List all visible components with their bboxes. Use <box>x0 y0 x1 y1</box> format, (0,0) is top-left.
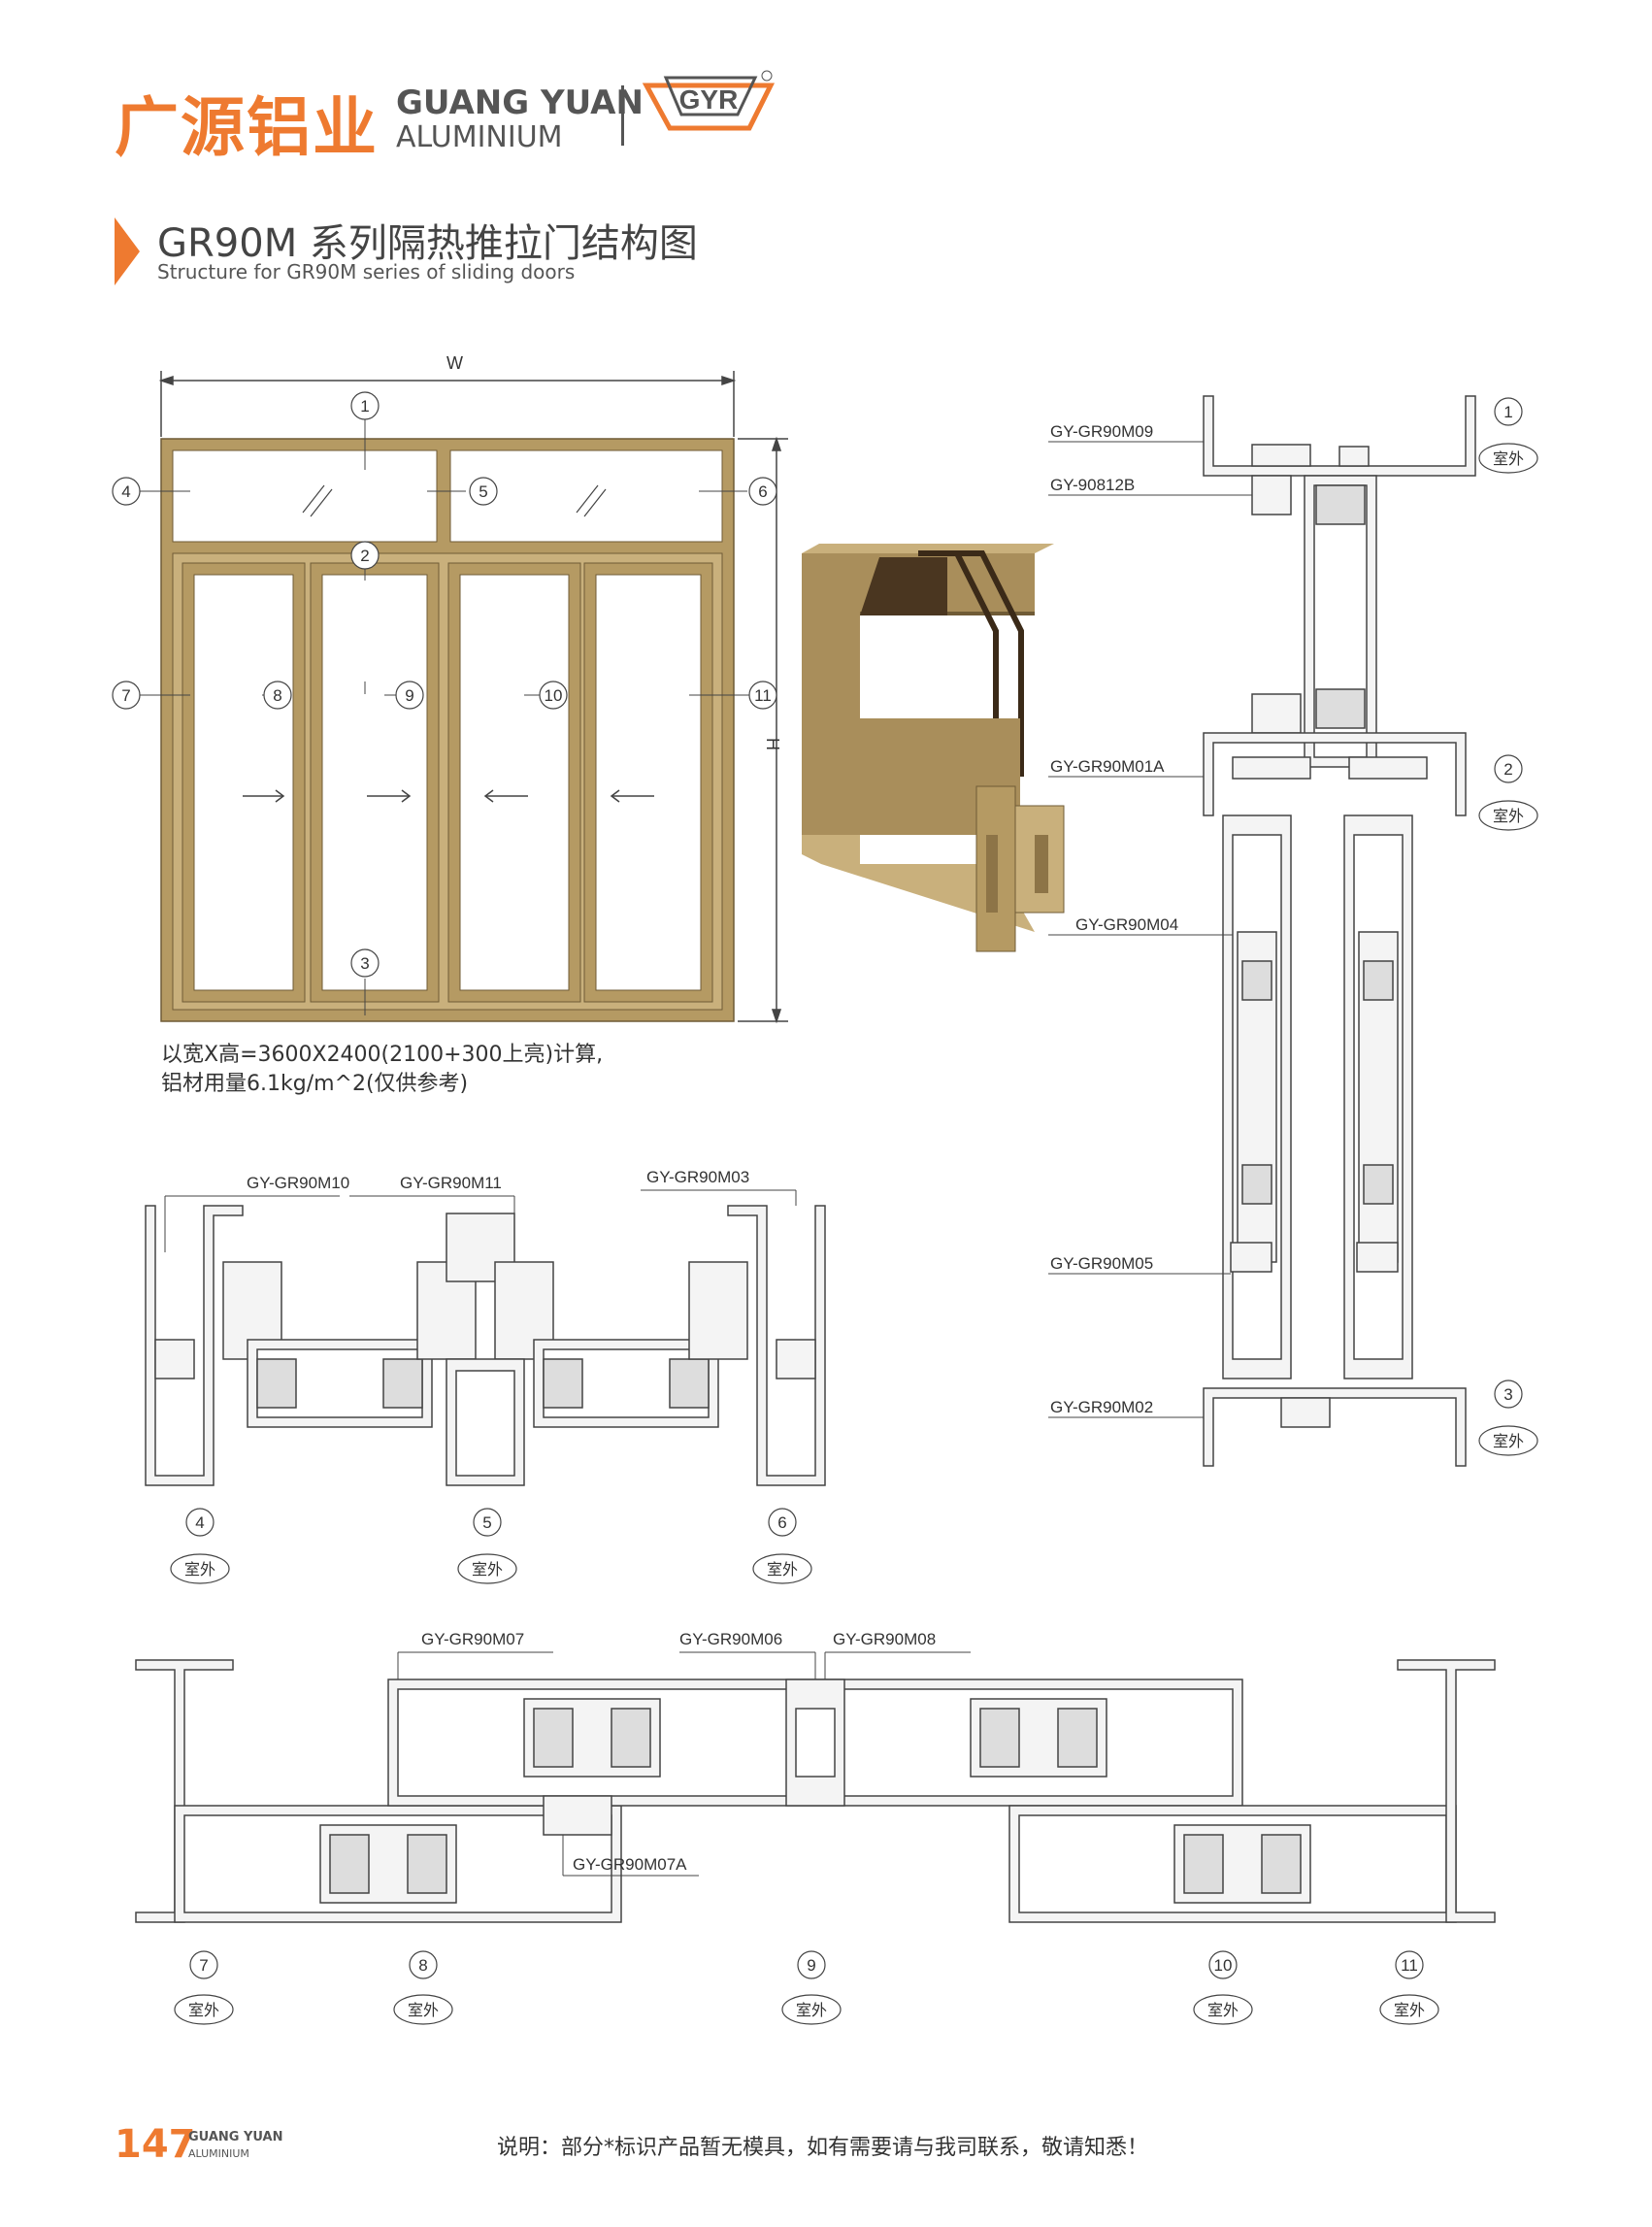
elevation-note-line1: 以宽X高=3600X2400(2100+300上亮)计算, <box>161 1043 604 1067</box>
transom-section-drawing: GY-GR90M10 GY-GR90M11 GY-GR90M03 4 5 6 室… <box>145 1168 826 1584</box>
logo-lettering: GYR <box>679 84 739 115</box>
callout-5: 5 <box>479 482 487 501</box>
horizontal-section-drawing: GY-GR90M07 GY-GR90M06 GY-GR90M08 GY-GR90… <box>135 1630 1496 2025</box>
brand-name-en-line2: ALUMINIUM <box>396 120 563 154</box>
outdoor-tag: 室外 <box>796 2002 827 2019</box>
part-label: GY-GR90M02 <box>1050 1398 1153 1416</box>
vertical-section-drawing: GY-GR90M09 GY-90812B GY-GR90M01A GY-GR90… <box>1048 395 1538 1467</box>
callout-6: 6 <box>777 1513 786 1532</box>
callout-10: 10 <box>1214 1956 1233 1975</box>
callout-10: 10 <box>545 686 563 705</box>
door-frame <box>160 438 735 1022</box>
callout-9: 9 <box>807 1956 815 1975</box>
brand-name-cn: 广源铝业 <box>115 90 379 165</box>
outdoor-tag: 室外 <box>472 1561 503 1579</box>
height-dimension-label: H <box>763 738 782 750</box>
page-title: GR90M 系列隔热推拉门结构图 <box>157 221 698 266</box>
callout-3: 3 <box>360 954 369 973</box>
footer-brand-line2: ALUMINIUM <box>188 2147 249 2160</box>
width-dimension-label: W <box>446 353 463 373</box>
outdoor-tag: 室外 <box>188 2002 219 2019</box>
profile-corner-render <box>802 544 1065 952</box>
glass-mark-icon <box>302 484 607 517</box>
brand-divider <box>621 85 624 146</box>
callout-7: 7 <box>199 1956 208 1975</box>
footer-brand-line1: GUANG YUAN <box>188 2130 283 2144</box>
outdoor-tag: 室外 <box>408 2002 439 2019</box>
callout-8: 8 <box>273 686 281 705</box>
page-number: 147 <box>115 2122 196 2167</box>
part-label: GY-GR90M01A <box>1050 757 1165 776</box>
callout-1: 1 <box>360 397 369 415</box>
page-subtitle: Structure for GR90M series of sliding do… <box>157 260 576 283</box>
part-label: GY-GR90M06 <box>679 1630 782 1648</box>
part-label: GY-GR90M11 <box>400 1174 502 1192</box>
door-elevation-drawing: W H <box>112 353 788 1024</box>
spacer-mesh <box>1315 484 1366 525</box>
part-label: GY-GR90M09 <box>1050 422 1153 441</box>
outdoor-tag: 室外 <box>1207 2002 1239 2019</box>
callout-9: 9 <box>405 686 413 705</box>
callout-6: 6 <box>758 482 767 501</box>
callout-11: 11 <box>1401 1956 1418 1975</box>
outdoor-tag: 室外 <box>1493 808 1524 825</box>
callout-11: 11 <box>754 686 772 705</box>
slide-direction-arrows <box>243 789 654 803</box>
outdoor-tag: 室外 <box>1493 1433 1524 1450</box>
part-label: GY-90812B <box>1050 476 1135 494</box>
callout-7: 7 <box>121 686 130 705</box>
title-marker-icon <box>115 217 140 285</box>
part-label: GY-GR90M07A <box>573 1855 687 1874</box>
part-label: GY-GR90M07 <box>421 1630 524 1648</box>
elevation-note-line2: 铝材用量6.1kg/m^2(仅供参考) <box>161 1072 469 1096</box>
part-label: GY-GR90M05 <box>1050 1254 1153 1273</box>
brand-logo-icon: GYR <box>642 70 776 131</box>
callout-4: 4 <box>121 482 130 501</box>
outdoor-tag: 室外 <box>1493 450 1524 468</box>
brand-name-en-line1: GUANG YUAN <box>396 83 644 122</box>
outdoor-tag: 室外 <box>1394 2002 1425 2019</box>
callout-2: 2 <box>360 547 369 565</box>
part-label: GY-GR90M03 <box>646 1168 749 1186</box>
part-label: GY-GR90M10 <box>247 1174 349 1192</box>
outdoor-tag: 室外 <box>184 1561 215 1579</box>
footer-note: 说明：部分*标识产品暂无模具，如有需要请与我司联系，敬请知悉！ <box>497 2136 1149 2160</box>
part-label: GY-GR90M08 <box>833 1630 936 1648</box>
callout-3: 3 <box>1503 1385 1512 1404</box>
callout-4: 4 <box>195 1513 204 1532</box>
callout-8: 8 <box>418 1956 427 1975</box>
callout-5: 5 <box>482 1513 491 1532</box>
outdoor-tag: 室外 <box>767 1561 798 1579</box>
part-label: GY-GR90M04 <box>1075 915 1178 934</box>
callout-1: 1 <box>1503 403 1512 421</box>
callout-2: 2 <box>1503 760 1512 779</box>
